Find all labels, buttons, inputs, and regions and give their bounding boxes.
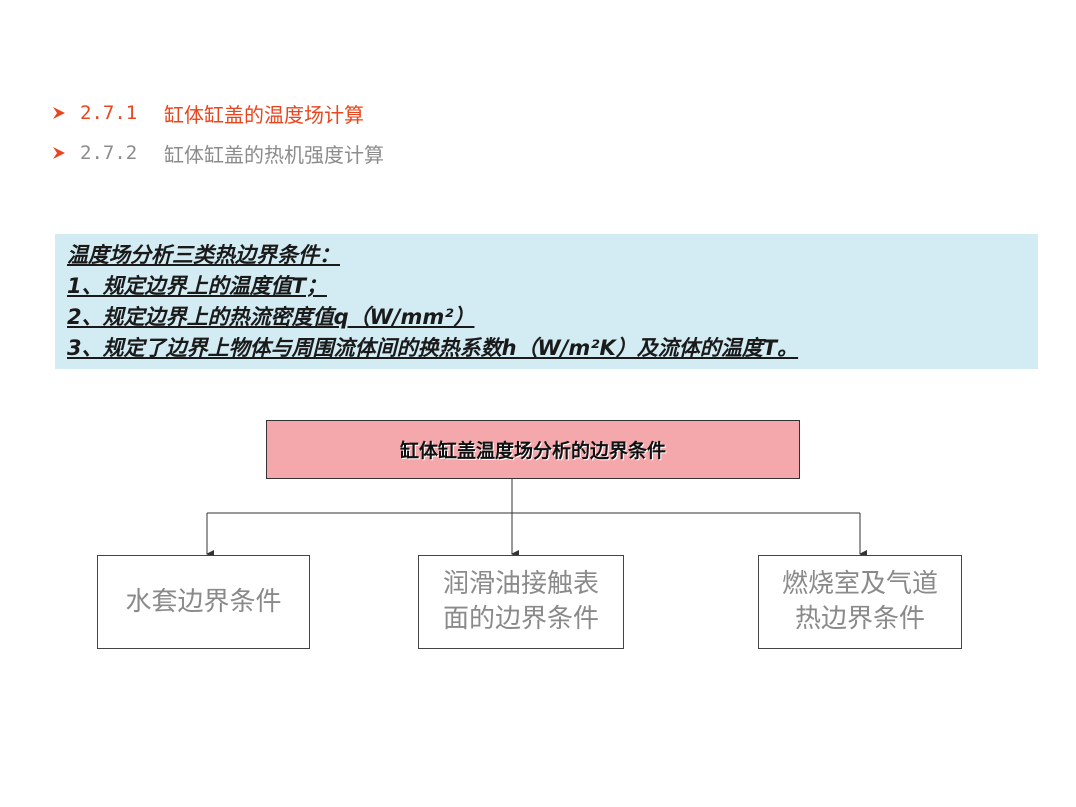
- section-title: 缸体缸盖的温度场计算: [164, 102, 364, 127]
- child-label-line2: 热边界条件: [794, 604, 925, 634]
- boundary-conditions-note: 温度场分析三类热边界条件： 1、规定边界上的温度值T； 2、规定边界上的热流密度…: [55, 234, 1038, 369]
- child-label-line2: 面的边界条件: [442, 604, 599, 634]
- arrow-bullet-icon: [53, 107, 65, 119]
- note-item-3: 3、规定了边界上物体与周围流体间的换热系数h（W/m²K）及流体的温度T。: [67, 336, 799, 360]
- child-box-lubricant: 润滑油接触表 面的边界条件: [418, 555, 624, 649]
- child-box-combustion: 燃烧室及气道 热边界条件: [758, 555, 962, 649]
- child-label-line1: 燃烧室及气道: [781, 569, 938, 599]
- arrow-bullet-icon: [53, 147, 65, 159]
- note-heading: 温度场分析三类热边界条件：: [67, 243, 340, 267]
- section-number: 2.7.2: [80, 142, 138, 164]
- child-label-line1: 水套边界条件: [125, 586, 282, 617]
- section-title: 缸体缸盖的热机强度计算: [164, 142, 384, 167]
- section-number: 2.7.1: [80, 102, 138, 124]
- note-item-1: 1、规定边界上的温度值T；: [67, 274, 327, 298]
- diagram-root-box: 缸体缸盖温度场分析的边界条件: [266, 420, 800, 479]
- diagram-root-label: 缸体缸盖温度场分析的边界条件: [399, 440, 666, 462]
- note-item-2: 2、规定边界上的热流密度值q（W/mm²）: [67, 305, 475, 329]
- section-item-2-7-1[interactable]: 2.7.1 缸体缸盖的温度场计算: [52, 100, 364, 127]
- section-item-2-7-2[interactable]: 2.7.2 缸体缸盖的热机强度计算: [52, 140, 384, 167]
- child-box-water-jacket: 水套边界条件: [97, 555, 310, 649]
- child-label-line1: 润滑油接触表: [442, 569, 599, 599]
